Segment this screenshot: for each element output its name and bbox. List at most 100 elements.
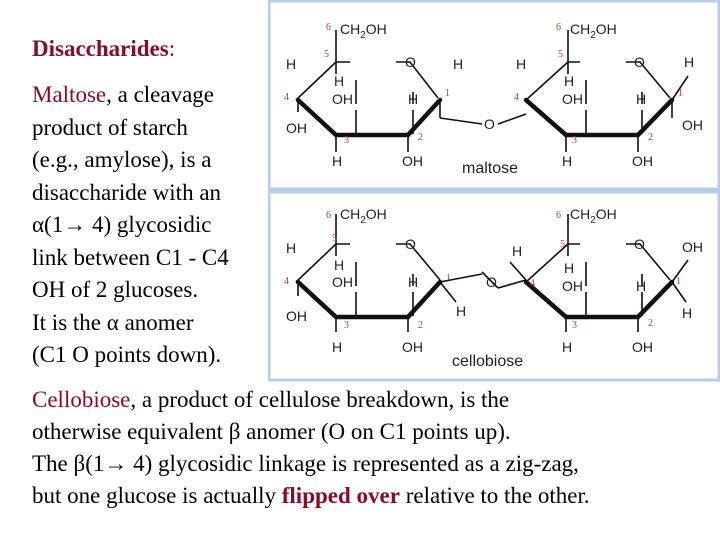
disaccharide-diagram: CH2OH O H H OH H H OH H OH 6 5 4 3 2 1 O [268,0,720,384]
cellobiose-left-c1: 1 [446,273,451,284]
maltose-left-c2-oh: OH [402,153,423,169]
cellobiose-left-c3-oh: OH [332,274,353,290]
title-colon: : [168,36,176,61]
maltose-line-8-post: anomer [118,309,194,335]
cellobiose-right-c2-oh: OH [632,339,653,355]
cellobiose-right-c3: 3 [572,320,577,331]
maltose-left-ring-o: O [405,54,416,70]
cellobiose-right-c2: 2 [648,318,653,329]
maltose-left-c3-h: H [332,153,342,169]
beta-symbol: β [228,419,241,444]
maltose-left-c3-oh: OH [332,91,353,107]
alpha-symbol: α [106,309,119,335]
alpha-link: α(1→ 4) [32,212,112,237]
maltose-left-c5-h: H [286,56,296,72]
maltose-right-ring-o: O [634,54,645,70]
maltose-line-2: product of starch [32,114,188,140]
cellobiose-line-2-post: anomer (O on C1 points up). [240,419,511,444]
maltose-right-c3: 3 [572,135,577,146]
maltose-line-3: (e.g., amylose), is a [32,147,212,172]
maltose-right-c1: 1 [678,88,683,99]
maltose-keyword: Maltose [32,82,107,107]
cellobiose-keyword: Cellobiose [32,387,131,412]
cellobiose-bridge-o: O [486,274,497,290]
cellobiose-left-ch2oh: CH2OH [340,206,387,226]
maltose-structure: CH2OH O H H OH H H OH H OH 6 5 4 3 2 1 O [284,21,703,177]
maltose-line-9: (C1 O points down). [32,342,222,367]
cellobiose-line-1-text: , a product of cellulose breakdown, is t… [130,387,510,412]
cellobiose-right-c3-oh: OH [562,278,583,294]
maltose-left-c2-h: H [408,91,418,107]
cellobiose-left-c2: 2 [418,320,423,331]
cellobiose-right-c1: 1 [676,276,681,287]
cellobiose-ring-right: CH2OH O OH H OH H H H OH 6 5 4 3 2 1 [523,206,703,355]
maltose-left-c1-h: H [453,56,463,72]
cellobiose-right-c4-h-top: H [512,243,522,259]
cellobiose-glycosidic-bond [439,273,527,289]
maltose-left-c1: 1 [445,88,450,99]
maltose-left-c6: 6 [326,22,331,33]
cellobiose-right-c4: 4 [530,278,535,289]
cellobiose-left-c4-h: H [334,257,344,273]
maltose-ring-right: CH2OH O H H OH H H OH H OH 6 5 4 3 2 1 [514,21,703,169]
cellobiose-bridge-h-bond [509,261,527,281]
flipped-over-emphasis: flipped over [281,483,400,508]
maltose-right-c4-h: H [564,73,574,89]
maltose-left-ch2oh: CH2OH [340,21,387,41]
maltose-line-5: α(1→ 4) glycosidic [32,209,282,242]
maltose-right-c1-h: H [684,54,694,70]
cellobiose-right-ring-o: O [634,236,645,252]
cellobiose-left-c2-h: H [408,274,418,290]
maltose-glycosidic-bond [439,113,527,125]
maltose-line-7: OH of 2 glucoses. [32,277,199,302]
cellobiose-left-c4: 4 [284,276,289,287]
maltose-caption: maltose [462,160,518,177]
maltose-right-c6: 6 [556,22,561,33]
cellobiose-line-4: but one glucose is actually flipped over… [32,480,720,512]
structure-svg: CH2OH O H H OH H H OH H OH 6 5 4 3 2 1 O [268,0,720,382]
cellobiose-right-c1-h: H [682,305,692,321]
cellobiose-left-c4-oh: OH [286,308,307,324]
maltose-line-4: disaccharide with an [32,179,222,205]
title-heading: Disaccharides [32,36,169,61]
maltose-right-c3-h: H [562,153,572,169]
maltose-description: Maltose, a cleavage product of starch (e… [32,79,282,372]
maltose-right-c3-oh: OH [562,91,583,107]
cellobiose-left-c5: 5 [332,233,337,244]
maltose-left-c5: 5 [324,49,329,60]
cellobiose-line-3-post: glycosidic linkage is represented as a z… [152,451,579,476]
maltose-left-c4: 4 [284,92,289,103]
maltose-panel-border [268,0,720,191]
cellobiose-left-c6: 6 [326,210,331,221]
maltose-right-c2-h: H [636,91,646,107]
cellobiose-line-2: otherwise equivalent β anomer (O on C1 p… [32,416,720,448]
maltose-left-c3: 3 [344,135,349,146]
maltose-left-c2: 2 [418,132,423,143]
maltose-line-6: link between C1 - C4 [32,244,229,270]
cellobiose-ring-left: CH2OH O H H OH H H OH H OH 6 5 4 3 2 1 [284,206,466,355]
slide-title: Disaccharides: [32,36,175,62]
cellobiose-line-4-pre: but one glucose is actually [32,483,282,508]
cellobiose-panel-border [268,190,720,382]
beta-link: β(1→ 4) [73,451,153,476]
cellobiose-left-c1-h: H [456,303,466,319]
maltose-right-c1-oh: OH [682,117,703,133]
maltose-line-1: Maltose, a cleavage [32,79,282,112]
cellobiose-left-c3-h: H [332,339,342,355]
maltose-ring-left: CH2OH O H H OH H H OH H OH 6 5 4 3 2 1 [284,21,463,169]
cellobiose-right-c2-h: H [636,278,646,294]
cellobiose-right-c1-oh: OH [682,239,703,255]
cellobiose-right-c3-h: H [562,339,572,355]
maltose-right-c2: 2 [648,132,653,143]
cellobiose-line-1: Cellobiose, a product of cellulose break… [32,384,720,416]
maltose-left-c4-h: H [334,73,344,89]
cellobiose-right-ch2oh: CH2OH [570,206,617,226]
maltose-right-c2-oh: OH [632,153,653,169]
maltose-bridge-o: O [484,116,495,132]
cellobiose-line-2-pre: otherwise equivalent [32,419,229,444]
cellobiose-left-c3: 3 [344,320,349,331]
maltose-line-8-pre: It is the [32,309,107,335]
maltose-line-5-text: glycosidic [111,212,212,237]
maltose-line-1-text: , a cleavage [106,82,215,107]
cellobiose-line-3: The β(1→ 4) glycosidic linkage is repres… [32,448,720,480]
